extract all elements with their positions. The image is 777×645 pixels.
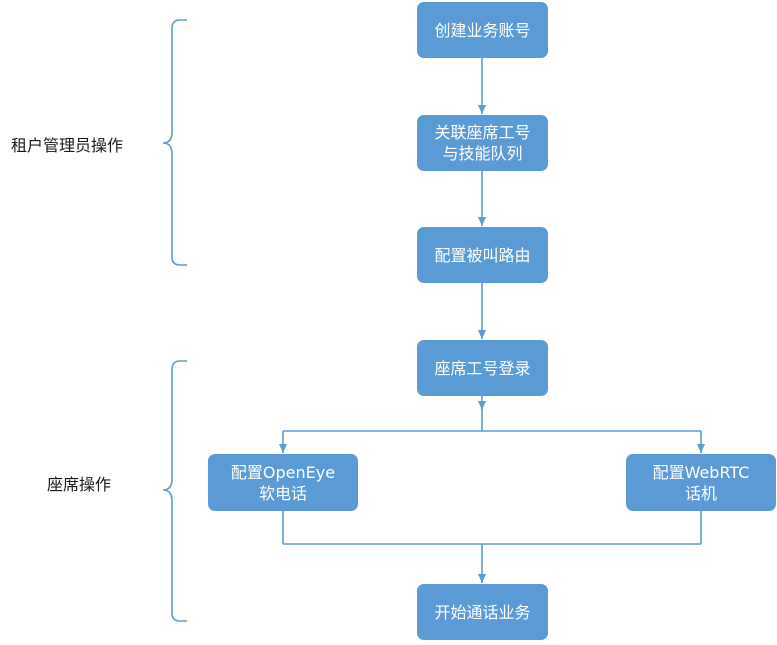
node-config-openeye-line2: 软电话: [258, 483, 307, 503]
node-start-call-service-label: 开始通话业务: [434, 602, 531, 622]
agent-brace: [162, 360, 187, 622]
node-start-call-service: 开始通话业务: [417, 584, 548, 640]
node-config-called-routing-label: 配置被叫路由: [434, 245, 531, 265]
node-link-agent-line2: 与技能队列: [442, 144, 523, 163]
tenant-admin-brace: [162, 19, 187, 266]
node-config-openeye-line1: 配置OpenEye: [230, 462, 336, 482]
node-link-agent-line1: 关联座席工号: [434, 123, 531, 142]
node-agent-login-label: 座席工号登录: [434, 358, 531, 378]
node-config-called-routing: 配置被叫路由: [417, 227, 548, 283]
node-create-business-account: 创建业务账号: [417, 2, 548, 58]
node-config-webrtc-line1: 配置WebRTC: [652, 462, 750, 482]
group-label-agent: 座席操作: [47, 475, 112, 494]
node-agent-login: 座席工号登录: [417, 340, 548, 396]
node-link-agent-skill-queue: 关联座席工号 与技能队列: [417, 115, 548, 171]
node-config-openeye: 配置OpenEye 软电话: [208, 454, 358, 511]
node-config-webrtc-line2: 话机: [684, 483, 717, 503]
node-create-business-account-label: 创建业务账号: [434, 20, 531, 40]
node-config-webrtc: 配置WebRTC 话机: [626, 454, 776, 511]
group-label-tenant-admin: 租户管理员操作: [11, 136, 124, 155]
